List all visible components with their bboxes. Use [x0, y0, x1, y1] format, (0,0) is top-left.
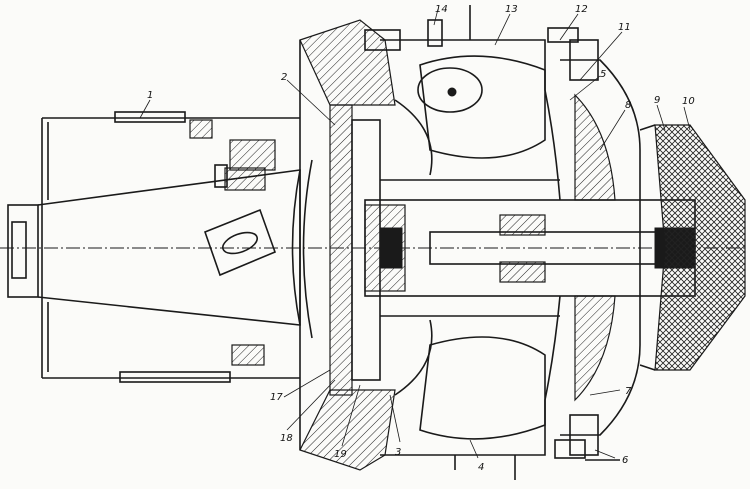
callout-11: 11 — [618, 22, 631, 33]
compressor-front — [291, 19, 396, 471]
leader-lines — [139, 8, 691, 459]
exhaust-cone — [639, 124, 746, 371]
callout-6: 6 — [622, 455, 628, 466]
callout-13: 13 — [505, 4, 518, 15]
callout-2: 2 — [281, 72, 287, 83]
fittings — [364, 5, 620, 480]
callout-12: 12 — [575, 4, 588, 15]
combustion-chamber-lower — [380, 295, 561, 456]
callout-1: 1 — [147, 90, 153, 101]
callout-9: 9 — [654, 95, 660, 106]
callout-18: 18 — [280, 433, 293, 444]
callout-5: 5 — [600, 69, 606, 80]
callout-7: 7 — [625, 386, 632, 397]
combustion-chamber-upper — [380, 39, 561, 201]
callout-19: 19 — [334, 449, 347, 460]
callout-14: 14 — [435, 4, 448, 15]
callout-10: 10 — [682, 96, 695, 107]
inlet-duct — [7, 111, 301, 383]
turbine-wheel — [560, 39, 641, 456]
callout-17: 17 — [270, 392, 283, 403]
callout-4: 4 — [478, 462, 484, 473]
callout-labels: 1 2 3 4 5 6 7 8 9 10 11 12 13 14 17 18 1… — [147, 4, 695, 473]
callout-3: 3 — [395, 447, 401, 458]
inlet-plate — [203, 208, 277, 277]
callout-8: 8 — [625, 100, 631, 111]
